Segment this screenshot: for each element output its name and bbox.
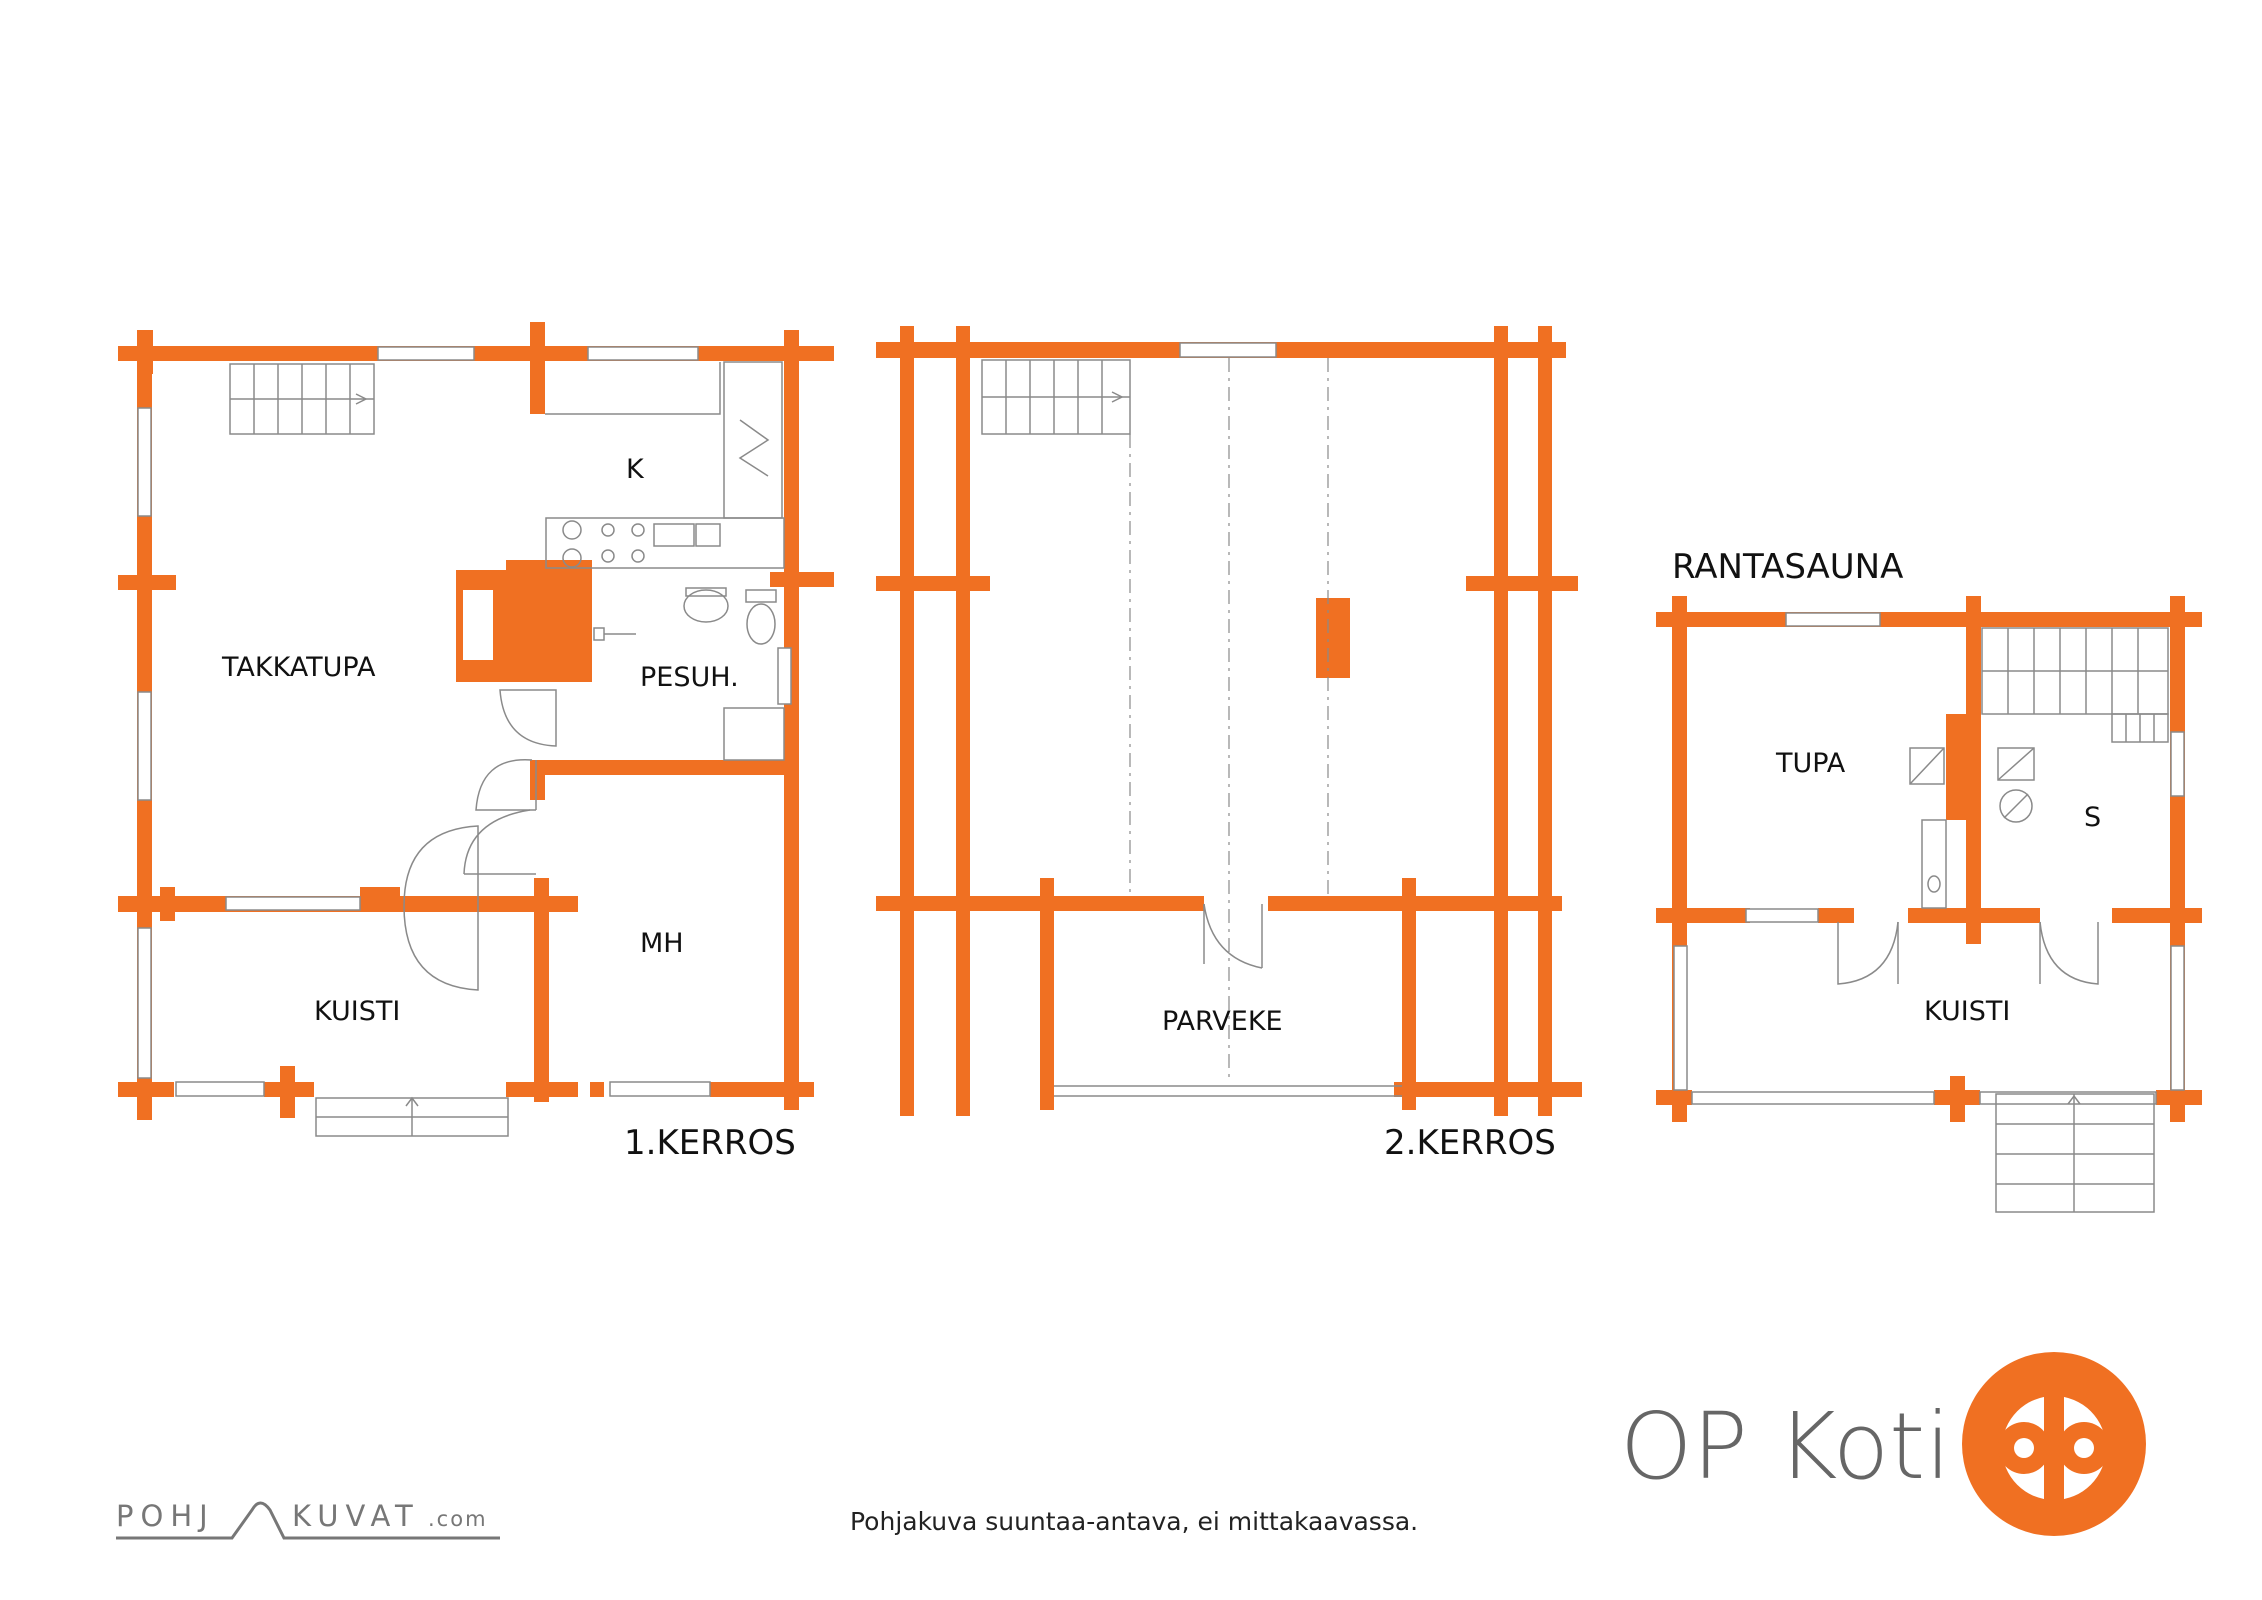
second-floor-stairs <box>981 359 1131 435</box>
room-label-parveke: PARVEKE <box>1162 1006 1283 1037</box>
room-label-k: K <box>626 454 645 485</box>
second-floor-walls <box>876 326 1582 1116</box>
watermark-suffix: .com <box>428 1507 488 1531</box>
sauna-title: RANTASAUNA <box>1672 547 1903 587</box>
room-label-kuisti-1: KUISTI <box>314 996 400 1027</box>
fireplace <box>456 560 592 682</box>
floor-label-1: 1.KERROS <box>624 1123 796 1163</box>
sauna-windows <box>1673 612 2185 1105</box>
roof-ridge-lines <box>1129 358 1329 1082</box>
watermark-underline <box>116 1501 500 1540</box>
first-floor-walls <box>118 322 834 1120</box>
first-floor-doors <box>403 689 557 991</box>
room-label-takkatupa: TAKKATUPA <box>221 652 376 683</box>
watermark-right-text: KUVAT <box>292 1499 420 1533</box>
kitchen-counters <box>545 361 785 569</box>
room-label-s: S <box>2084 802 2101 833</box>
room-label-tupa: TUPA <box>1775 748 1846 779</box>
sauna-plan: RANTASAUNA <box>1656 547 2202 1213</box>
second-floor-plan: PARVEKE 2.KERROS <box>876 326 1582 1163</box>
first-floor-stairs <box>229 363 375 435</box>
room-label-pesuh: PESUH. <box>640 662 739 693</box>
op-logo <box>1962 1352 2146 1536</box>
first-floor-plan: TAKKATUPA K PESUH. MH KUISTI 1.KERROS <box>118 322 834 1163</box>
fireplace-opening <box>463 590 493 660</box>
room-label-mh: MH <box>640 928 684 959</box>
second-floor-window <box>1179 342 1277 358</box>
first-floor-windows <box>137 346 792 1097</box>
room-label-kuisti-sauna: KUISTI <box>1924 996 2010 1027</box>
floor-label-2: 2.KERROS <box>1384 1123 1556 1163</box>
entrance-steps <box>315 1096 509 1137</box>
watermark-left-text: POHJ <box>116 1499 215 1533</box>
balcony-door <box>1054 903 1402 1097</box>
bathroom-fixtures <box>593 587 785 761</box>
sauna-walls <box>1656 596 2202 1122</box>
watermark: POHJ KUVAT .com <box>116 1499 500 1540</box>
sauna-fixtures <box>1837 627 2169 1213</box>
brand-name: OP Koti <box>1620 1393 1951 1500</box>
disclaimer-caption: Pohjakuva suuntaa-antava, ei mittakaavas… <box>850 1507 1418 1536</box>
